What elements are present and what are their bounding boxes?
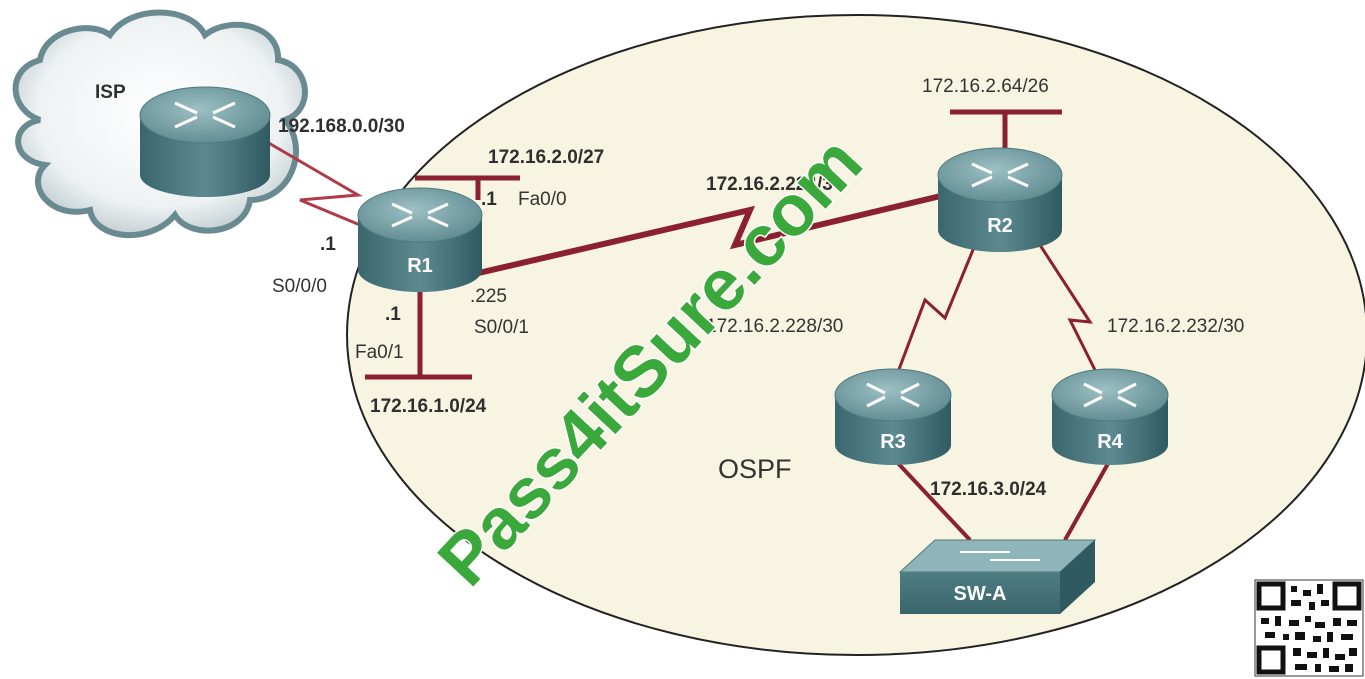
router-isp[interactable] xyxy=(139,86,271,197)
router-r2[interactable]: R2 xyxy=(937,147,1063,252)
r4-name: R4 xyxy=(1097,431,1123,453)
router-arrows-icon xyxy=(174,101,236,129)
net-isp-link: 192.168.0.0/30 xyxy=(278,116,405,137)
sw-a-name: SW-A xyxy=(954,583,1007,605)
if-r1-s000-name: S0/0/0 xyxy=(272,276,327,297)
net-r1-r2-link: 172.16.2.224/30 xyxy=(706,174,843,195)
if-r1-fa00-host: .1 xyxy=(481,189,497,210)
r1-name: R1 xyxy=(407,255,433,277)
link-r3-switch xyxy=(893,458,972,542)
if-r1-fa00-name: Fa0/0 xyxy=(518,189,567,210)
net-r1-fa00-lan: 172.16.2.0/27 xyxy=(488,147,604,168)
router-r3[interactable]: R3 xyxy=(834,368,952,465)
router-arrows-icon xyxy=(391,202,449,228)
router-arrows-icon xyxy=(971,162,1029,188)
ospf-area xyxy=(346,14,1365,656)
if-r1-s000-host: .1 xyxy=(320,234,336,255)
qr-code xyxy=(1254,579,1364,677)
net-r2-lan: 172.16.2.64/26 xyxy=(922,76,1049,97)
ospf-area-label: OSPF xyxy=(718,454,792,484)
link-r1-r2 xyxy=(469,192,946,278)
net-r2-r3-link: 172.16.2.228/30 xyxy=(706,316,843,337)
if-r1-s001-host: .225 xyxy=(470,286,507,307)
r3-name: R3 xyxy=(880,431,906,453)
router-arrows-icon xyxy=(866,382,920,408)
r2-name: R2 xyxy=(987,215,1013,237)
router-r1[interactable]: R1 xyxy=(357,187,483,292)
router-arrows-icon xyxy=(1083,382,1137,408)
link-isp-r1 xyxy=(254,133,363,227)
link-r2-r3 xyxy=(893,244,977,381)
link-r2-r4 xyxy=(1038,244,1102,381)
if-r1-fa01-host: .1 xyxy=(385,304,401,325)
if-r1-fa01-name: Fa0/1 xyxy=(355,342,404,363)
isp-name: ISP xyxy=(95,82,126,103)
link-r4-switch xyxy=(1063,459,1112,541)
net-switch-lan: 172.16.3.0/24 xyxy=(930,479,1047,500)
links xyxy=(254,109,1112,542)
switch-sw-a[interactable]: SW-A xyxy=(898,539,1097,614)
router-r4[interactable]: R4 xyxy=(1051,368,1169,465)
net-r2-r4-link: 172.16.2.232/30 xyxy=(1107,316,1244,337)
net-r1-fa01-lan: 172.16.1.0/24 xyxy=(370,396,487,417)
if-r1-s001-name: S0/0/1 xyxy=(474,317,529,338)
switch-arrows-icon xyxy=(960,551,1040,561)
